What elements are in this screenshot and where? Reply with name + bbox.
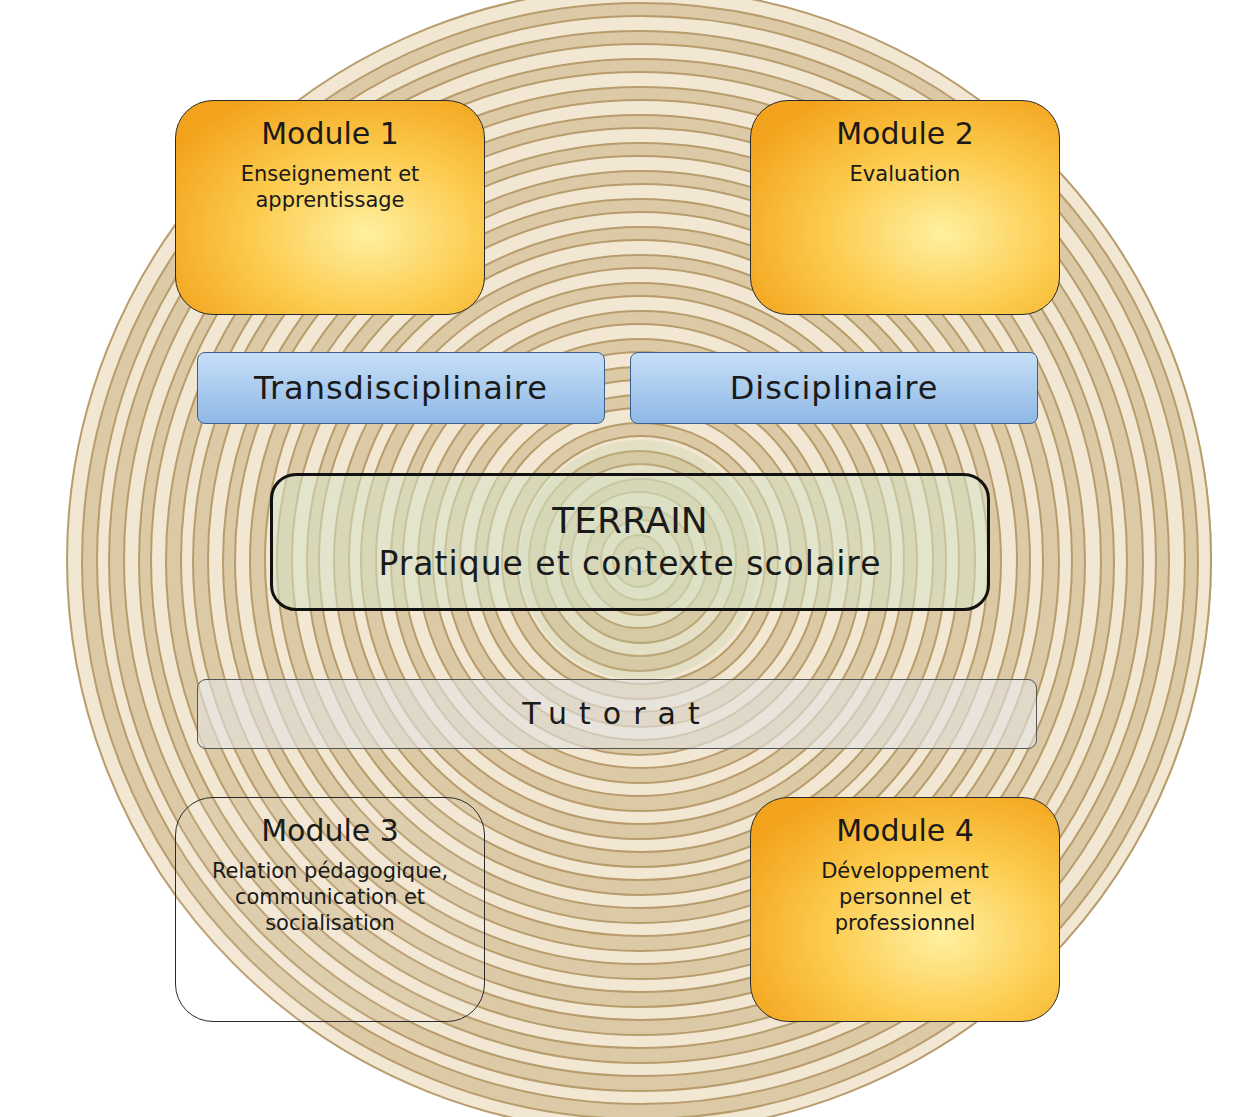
basket-ring: [307, 227, 975, 895]
box-heading: Module 2: [836, 115, 974, 153]
box-label: Transdisciplinaire: [254, 368, 548, 408]
module-box: Module 3 Relation pédagogique, communicat…: [175, 797, 485, 1022]
box-label: Enseignement et apprentissage: [192, 161, 468, 213]
box-label: Evaluation: [850, 161, 961, 187]
box-heading: Module 3: [261, 812, 399, 850]
basket-ring: [109, 31, 1169, 1091]
terrain-box: TERRAINPratique et contexte scolaire: [270, 473, 990, 611]
basket-ring: [334, 255, 946, 867]
basket-ring: [124, 44, 1156, 1076]
box-heading: TERRAIN: [552, 499, 707, 543]
tutorat-bar: Tutorat: [197, 679, 1037, 749]
basket-ring: [97, 16, 1185, 1104]
category-bar: Transdisciplinaire: [197, 352, 605, 424]
basket-rim: [68, 0, 1212, 1117]
basket-ring: [82, 3, 1198, 1117]
box-label: Tutorat: [522, 695, 711, 733]
basket-ring: [67, 0, 1211, 1117]
module-box: Module 2 Evaluation: [750, 100, 1060, 315]
box-label: Pratique et contexte scolaire: [378, 543, 881, 585]
basket-ring: [166, 87, 1114, 1035]
basket-ring: [139, 59, 1143, 1063]
basket-ring: [319, 240, 959, 880]
box-label: Disciplinaire: [730, 368, 939, 408]
module-box: Module 4 Développement personnel et profe…: [750, 797, 1060, 1022]
box-heading: Module 4: [836, 812, 974, 850]
box-heading: Module 1: [261, 115, 399, 153]
box-label: Relation pédagogique, communication et s…: [192, 858, 468, 936]
basket-ring: [151, 72, 1127, 1048]
box-label: Développement personnel et professionnel: [767, 858, 1043, 936]
category-bar: Disciplinaire: [630, 352, 1038, 424]
module-box: Module 1 Enseignement et apprentissage: [175, 100, 485, 315]
